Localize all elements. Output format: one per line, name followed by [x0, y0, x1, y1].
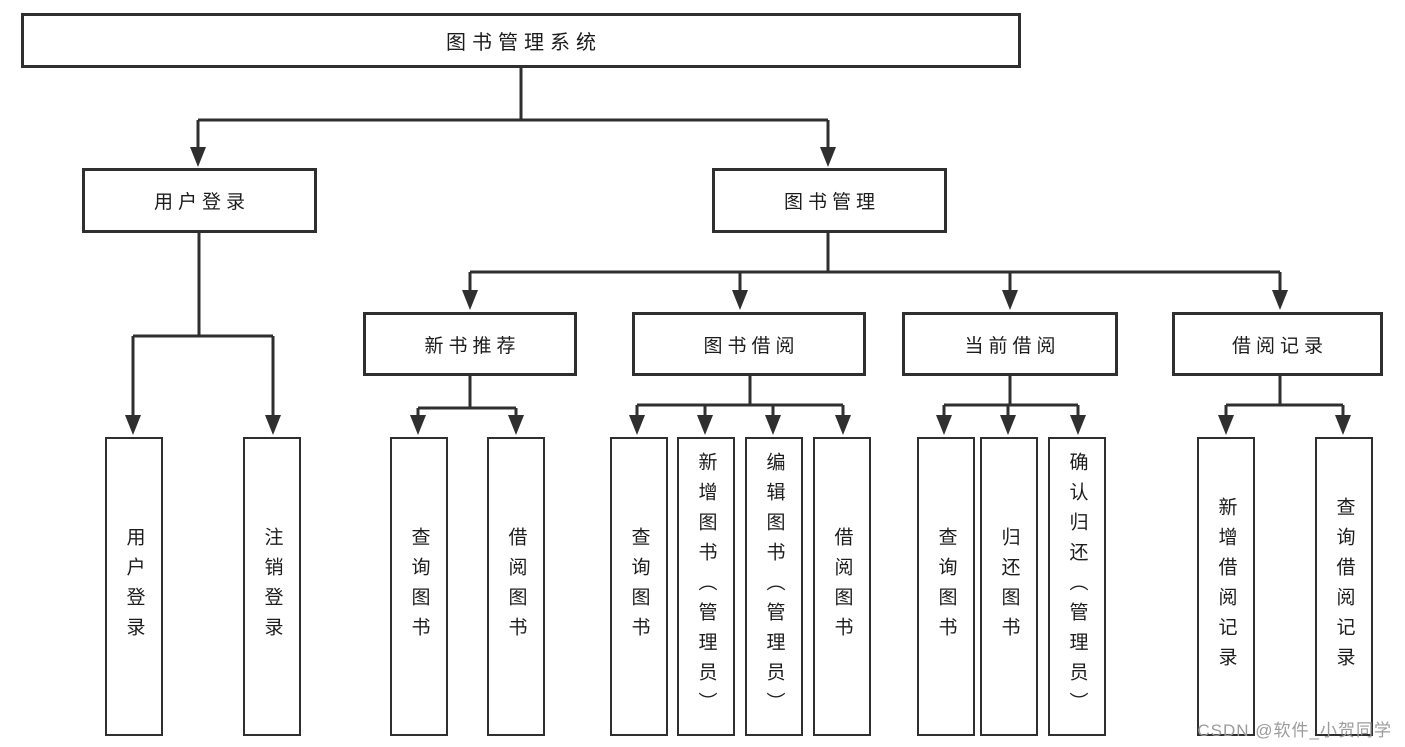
- node-borrowing-records-label: 借阅记录: [1231, 335, 1328, 357]
- node-book-management-label: 图书管理: [783, 192, 880, 213]
- leaf-query-books-recommend-label: 查询图书: [408, 526, 430, 647]
- node-borrowing-records: 借阅记录: [1172, 312, 1383, 376]
- leaf-add-borrow-record-label: 新增借阅记录: [1215, 496, 1237, 677]
- leaf-user-login: 用户登录: [105, 437, 163, 736]
- node-root-system: 图书管理系统: [21, 13, 1021, 68]
- leaf-add-book-admin: 新增图书（管理员）: [677, 437, 735, 736]
- leaf-query-borrow-record: 查询借阅记录: [1315, 437, 1373, 736]
- leaf-logout: 注销登录: [243, 437, 301, 736]
- node-book-management: 图书管理: [712, 168, 947, 233]
- leaf-query-books-recommend: 查询图书: [390, 437, 448, 736]
- leaf-query-borrow-record-label: 查询借阅记录: [1333, 496, 1355, 677]
- leaf-user-login-label: 用户登录: [123, 526, 145, 647]
- leaf-add-book-admin-label: 新增图书（管理员）: [695, 451, 717, 722]
- leaf-return-books-label: 归还图书: [998, 526, 1020, 647]
- leaf-logout-label: 注销登录: [261, 526, 283, 647]
- leaf-confirm-return-admin: 确认归还（管理员）: [1048, 437, 1106, 736]
- leaf-query-books-borrowing-label: 查询图书: [628, 526, 650, 647]
- node-current-borrowing: 当前借阅: [902, 312, 1118, 376]
- leaf-edit-book-admin: 编辑图书（管理员）: [745, 437, 803, 736]
- node-user-login: 用户登录: [82, 168, 317, 233]
- leaf-return-books: 归还图书: [980, 437, 1038, 736]
- leaf-borrow-books-borrowing-label: 借阅图书: [831, 526, 853, 647]
- csdn-watermark: CSDN @软件_小贺同学: [1197, 721, 1392, 740]
- leaf-query-books-current: 查询图书: [917, 437, 975, 736]
- leaf-add-borrow-record: 新增借阅记录: [1197, 437, 1255, 736]
- leaf-query-books-current-label: 查询图书: [935, 526, 957, 647]
- leaf-query-books-borrowing: 查询图书: [610, 437, 668, 736]
- leaf-borrow-books-borrowing: 借阅图书: [813, 437, 871, 736]
- node-current-borrowing-label: 当前借阅: [964, 335, 1061, 357]
- node-root-system-label: 图书管理系统: [446, 32, 602, 54]
- node-new-book-recommend: 新书推荐: [363, 312, 577, 376]
- leaf-borrow-books-recommend-label: 借阅图书: [505, 526, 527, 647]
- node-book-borrowing-label: 图书借阅: [703, 335, 800, 357]
- leaf-confirm-return-admin-label: 确认归还（管理员）: [1066, 451, 1088, 722]
- leaf-edit-book-admin-label: 编辑图书（管理员）: [763, 451, 785, 722]
- leaf-borrow-books-recommend: 借阅图书: [487, 437, 545, 736]
- node-new-book-recommend-label: 新书推荐: [424, 335, 521, 357]
- node-user-login-label: 用户登录: [153, 192, 250, 213]
- node-book-borrowing: 图书借阅: [632, 312, 866, 376]
